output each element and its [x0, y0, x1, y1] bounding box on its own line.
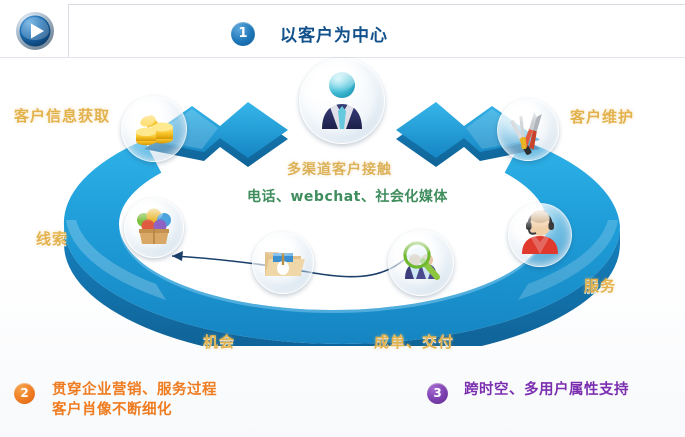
callout-2-badge: 2: [14, 383, 35, 404]
sphere-lead[interactable]: [124, 198, 184, 258]
center-caption-gold: 多渠道客户接触: [287, 162, 392, 178]
tools-pliers-icon: [498, 100, 558, 160]
callout-2-line2: 客户肖像不断细化: [52, 402, 172, 418]
label-lead: 线索: [36, 230, 69, 248]
sphere-opportunity[interactable]: [252, 232, 314, 294]
header-divider-bottom: [0, 57, 685, 58]
sphere-customer-info[interactable]: [121, 96, 187, 162]
sphere-businessman[interactable]: [299, 58, 385, 144]
play-button-icon[interactable]: [14, 11, 56, 51]
callout-3-badge: 3: [427, 383, 448, 404]
label-customer-info: 客户信息获取: [14, 107, 111, 125]
callout-2-line1: 贯穿企业营销、服务过程: [52, 382, 217, 398]
page-title: 以客户为中心: [280, 26, 388, 46]
label-order-delivery: 成单、交付: [374, 333, 455, 351]
label-service: 服务: [584, 277, 617, 295]
businessman-icon: [300, 59, 384, 143]
label-opportunity: 机会: [203, 333, 236, 351]
label-maintenance: 客户维护: [570, 108, 635, 126]
sphere-order-delivery[interactable]: [388, 230, 454, 296]
header-divider-top: [68, 4, 685, 5]
magnifier-people-icon: [389, 231, 453, 295]
header-divider-vertical: [68, 4, 69, 58]
headset-agent-icon: [509, 204, 571, 266]
sphere-maintenance[interactable]: [497, 99, 559, 161]
header-badge-number: 1: [231, 22, 255, 46]
center-caption-channels: 电话、webchat、社会化媒体: [247, 189, 448, 205]
leads-box-icon: [125, 199, 183, 257]
sphere-service[interactable]: [508, 203, 572, 267]
callout-3-line1: 跨时空、多用户属性支持: [464, 382, 629, 398]
folder-document-icon: [253, 233, 313, 293]
gold-coins-icon: [122, 97, 186, 161]
